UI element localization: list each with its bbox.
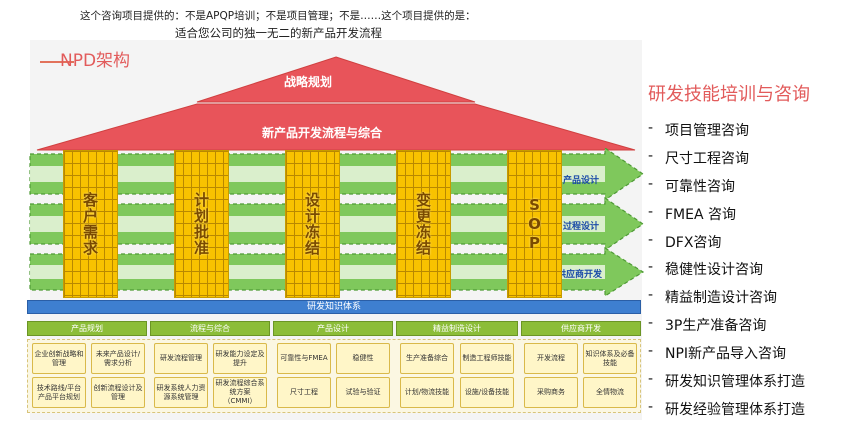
diagram-title: NPD架构 — [60, 51, 131, 71]
list-item: NPI新产品导入咨询 — [665, 346, 787, 362]
right-panel-title: 研发技能培训与咨询 — [648, 84, 810, 105]
grid-cell: 技术路线/平台产品平台规划 — [32, 377, 86, 408]
grid-cell: 研发能力设定及提升 — [213, 343, 267, 374]
list-bullet: - — [648, 371, 654, 387]
list-item: 尺寸工程咨询 — [665, 151, 749, 167]
category-product-design: 产品设计 — [273, 321, 393, 336]
list-bullet: - — [648, 287, 654, 303]
list-item: DFX咨询 — [665, 235, 722, 251]
list-item: 稳健性设计咨询 — [665, 262, 763, 278]
list-bullet: - — [648, 315, 654, 331]
roof-bottom-label: 新产品开发流程与综合 — [261, 126, 382, 140]
title-underline — [40, 61, 74, 63]
list-item: FMEA 咨询 — [665, 207, 737, 223]
grid-cell: 稳健性 — [336, 343, 390, 374]
category-supplier-development: 供应商开发 — [521, 321, 641, 336]
grid-cell: 设施/设备技能 — [460, 377, 514, 408]
grid-cell: 生产准备综合 — [400, 343, 454, 374]
grid-cell: 尺寸工程 — [277, 377, 331, 408]
grid-cell: 知识体系及必备技能 — [583, 343, 637, 374]
grid-cell: 研发系统人力资源系统管理 — [154, 377, 208, 408]
pillar-label: 设计冻结 — [303, 192, 321, 256]
list-bullet: - — [648, 176, 654, 192]
grid-cell: 未来产品设计/需求分析 — [91, 343, 145, 374]
list-bullet: - — [648, 343, 654, 359]
list-bullet: - — [648, 148, 654, 164]
grid-cell: 可靠性与FMEA — [277, 343, 331, 374]
band-label-supplier-dev: 供应商开发 — [557, 270, 603, 280]
category-process-integration: 流程与综合 — [150, 321, 270, 336]
grid-cell: 企业创新战略和管理 — [32, 343, 86, 374]
pillar-customer-needs: 客户需求 — [63, 150, 118, 298]
grid-cell: 研发流程管理 — [154, 343, 208, 374]
pillar-label: SOP — [525, 195, 544, 253]
roof — [36, 56, 636, 151]
grid-cell: 制造工程师技能 — [460, 343, 514, 374]
pillar-label: 客户需求 — [81, 192, 99, 256]
pillar-label: 计划批准 — [192, 192, 210, 256]
list-item: 3P生产准备咨询 — [665, 318, 767, 334]
foundation-bar: 研发知识体系 — [27, 300, 641, 314]
list-item: 可靠性咨询 — [665, 179, 735, 195]
pillar-label: 变更冻结 — [414, 192, 432, 256]
grid-cell: 创新流程设计及管理 — [91, 377, 145, 408]
pillar-plan-approval: 计划批准 — [174, 150, 229, 298]
pillar-change-freeze: 变更冻结 — [396, 150, 451, 298]
list-bullet: - — [648, 399, 654, 415]
grid-cell: 试验与验证 — [336, 377, 390, 408]
pillar-design-freeze: 设计冻结 — [285, 150, 340, 298]
list-bullet: - — [648, 232, 654, 248]
list-bullet: - — [648, 204, 654, 220]
roof-top — [196, 56, 476, 103]
list-item: 研发知识管理体系打造 — [665, 374, 805, 390]
grid-cell: 计划/物流技能 — [400, 377, 454, 408]
category-product-planning: 产品规划 — [27, 321, 147, 336]
list-bullet: - — [648, 259, 654, 275]
grid-cell: 研发流程综合系统方案（CMMI） — [213, 377, 267, 408]
roof-bottom — [36, 103, 636, 151]
list-item: 精益制造设计咨询 — [665, 290, 777, 306]
roof-top-label: 战略规划 — [283, 75, 332, 89]
grid-cell: 全情物流 — [583, 377, 637, 408]
category-lean-manufacturing: 精益制造设计 — [396, 321, 518, 336]
list-item: 研发经验管理体系打造 — [665, 402, 805, 418]
band-label-process-design: 过程设计 — [563, 222, 600, 232]
grid-cell: 采购商务 — [524, 377, 578, 408]
grid-cell: 开发流程 — [524, 343, 578, 374]
intro-line-2: 适合您公司的独一无二的新产品开发流程 — [175, 26, 382, 40]
intro-line-1: 这个咨询项目提供的：不是APQP培训；不是项目管理；不是……这个项目提供的是： — [80, 10, 476, 22]
list-bullet: - — [648, 120, 654, 136]
list-item: 项目管理咨询 — [665, 123, 749, 139]
pillar-sop: SOP — [507, 150, 562, 298]
band-label-product-design: 产品设计 — [563, 176, 600, 186]
